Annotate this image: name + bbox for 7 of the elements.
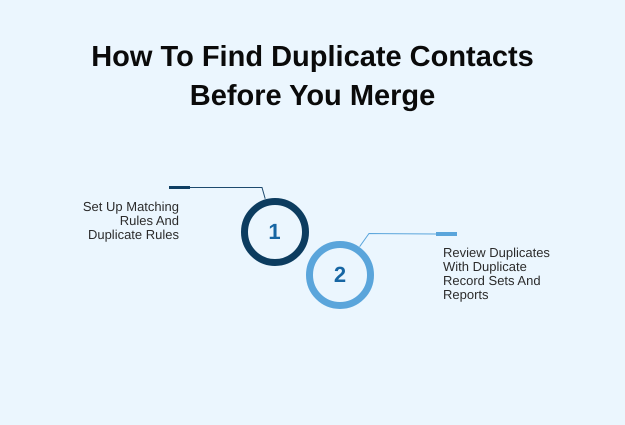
leader-line <box>190 187 266 200</box>
step-number: 1 <box>268 220 281 244</box>
step-description: Review Duplicates With Duplicate Record Sets And Reports <box>443 246 551 302</box>
leader-line <box>359 233 436 248</box>
step-number: 2 <box>334 262 346 286</box>
step-description: Set Up Matching Rules And Duplicate Rules <box>82 200 179 242</box>
title: How To Find Duplicate Contacts Before You Merge <box>90 40 535 114</box>
